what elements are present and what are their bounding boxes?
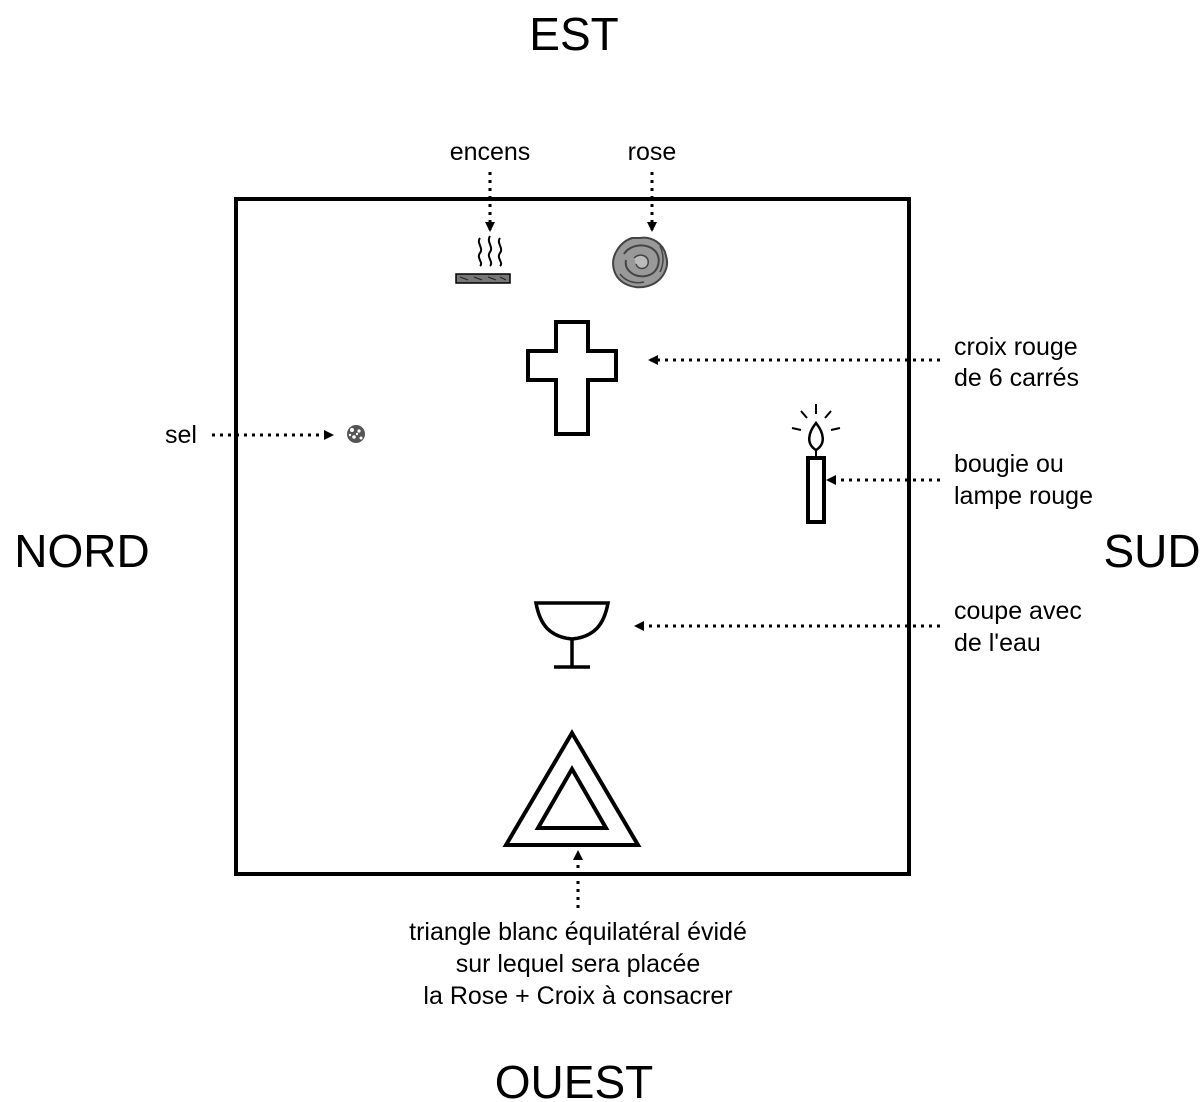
salt-icon <box>347 425 365 443</box>
rose-label: rose <box>628 138 677 166</box>
altar-square <box>234 197 911 876</box>
triangle-label-line2: sur lequel sera placée <box>456 950 701 978</box>
triangle-label-line1: triangle blanc équilatéral évidé <box>409 918 747 946</box>
cup-label-line1: coupe avec <box>954 597 1082 625</box>
cup-icon <box>533 601 611 669</box>
triangle-icon <box>502 729 642 847</box>
cup-label-line2: de l'eau <box>954 629 1041 657</box>
salt-label: sel <box>165 421 197 449</box>
direction-south: SUD <box>1103 525 1200 577</box>
direction-east: EST <box>529 8 618 60</box>
direction-west: OUEST <box>495 1056 653 1102</box>
cross-icon <box>526 320 618 436</box>
incense-icon <box>455 235 511 284</box>
candle-label-line1: bougie ou <box>954 450 1064 478</box>
direction-north: NORD <box>14 525 149 577</box>
rose-icon <box>612 236 668 289</box>
incense-label: encens <box>450 138 531 166</box>
triangle-label-line3: la Rose + Croix à consacrer <box>423 982 732 1010</box>
candle-label-line2: lampe rouge <box>954 482 1093 510</box>
candle-icon <box>791 404 841 524</box>
cross-label-line1: croix rouge <box>954 333 1078 361</box>
cross-label-line2: de 6 carrés <box>954 364 1079 392</box>
